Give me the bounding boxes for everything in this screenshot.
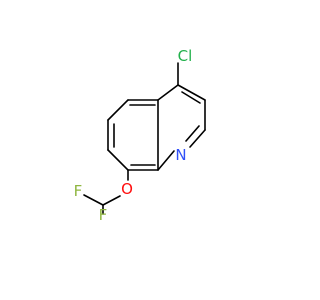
bond-c4-c3 (177, 84, 206, 101)
bond-n1-c8a (157, 150, 175, 171)
bond-lines (83, 62, 206, 215)
bond-c7-c8 (107, 149, 129, 171)
atom-nitrogen: N (175, 146, 186, 164)
bond-ch-f-top (83, 194, 104, 206)
bond-c5-c6 (107, 99, 129, 121)
molecule-structure: Cl N O F F (74, 47, 206, 224)
bond-c2-n1-double (185, 125, 200, 142)
atom-oxygen: O (121, 180, 133, 198)
atom-fluorine-top: F (74, 182, 83, 200)
bond-c4-c3-double (181, 91, 201, 104)
bond-c2-n1 (189, 129, 206, 148)
atom-fluorine-bottom: F (99, 206, 108, 224)
bond-c4a-c4 (157, 84, 179, 101)
atom-chlorine: Cl (178, 47, 193, 65)
bond-o-ch (102, 195, 121, 206)
